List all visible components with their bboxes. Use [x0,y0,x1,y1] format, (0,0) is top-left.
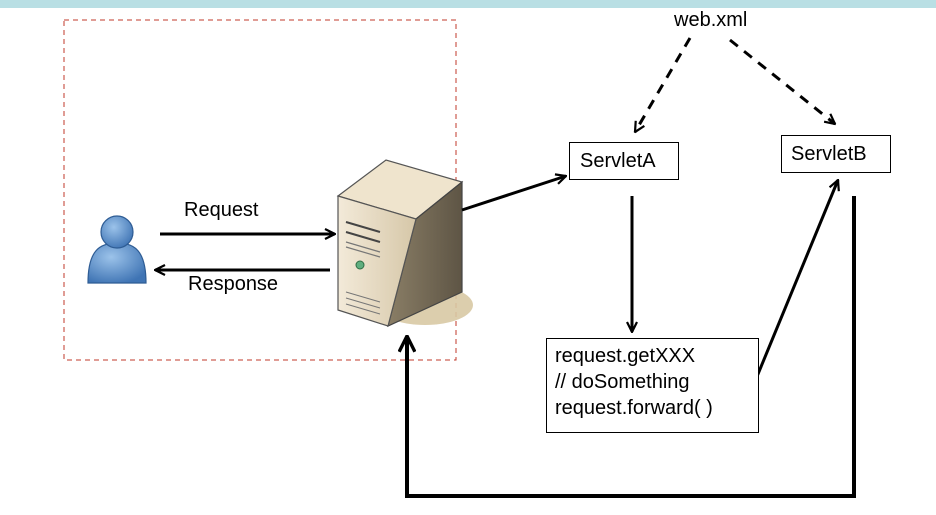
code-box: request.getXXX // doSomething request.fo… [546,338,759,433]
webxml-to-servletb-arrow [729,38,835,124]
servletb-to-server-return-arrow [407,196,856,498]
response-label: Response [188,273,279,295]
server-icon [336,159,473,328]
webxml-label: web.xml [674,9,748,31]
servlet-a-label: ServletA [580,150,656,172]
user-icon [87,215,147,284]
code-line: request.getXXX [555,345,696,367]
forward-to-servletb-arrow [742,180,838,409]
top-bar [0,0,936,8]
servlet-b-label: ServletB [791,143,867,165]
request-label: Request [184,199,259,221]
code-line: request.forward( ) [555,397,713,419]
servlet-a-box: ServletA [569,142,679,180]
code-line: // doSomething [555,371,690,393]
server-to-servleta-arrow [461,176,566,212]
servlet-b-box: ServletB [781,135,891,173]
webxml-to-servleta-arrow [633,37,692,132]
